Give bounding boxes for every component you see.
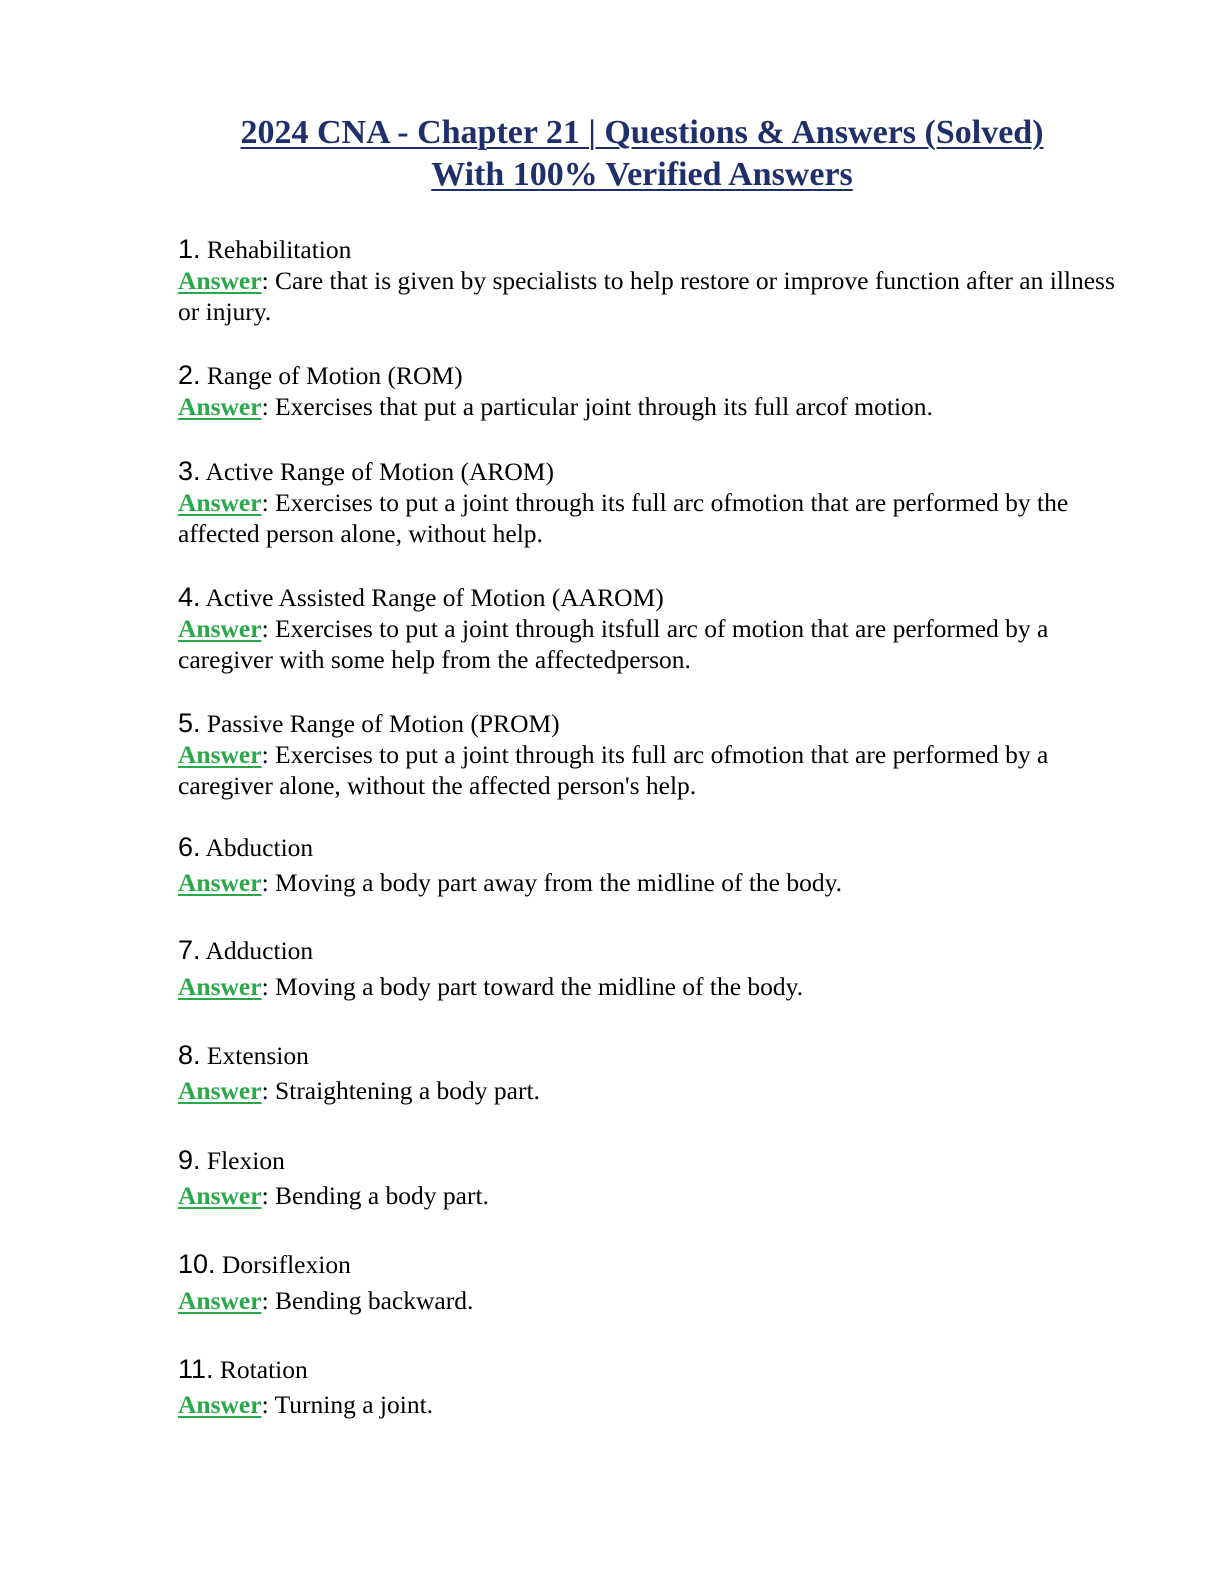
answer-line: Answer: Moving a body part toward the mi… — [178, 972, 804, 1001]
question-term: Abduction — [205, 833, 314, 862]
answer-text: Bending backward. — [275, 1286, 474, 1315]
qa-item: 6. Abduction Answer: Moving a body part … — [178, 832, 1128, 898]
answer-text: Straightening a body part. — [275, 1076, 540, 1105]
question-line: 4. Active Assisted Range of Motion (AARO… — [178, 582, 1128, 613]
question-term: Dorsiflexion — [221, 1250, 351, 1279]
qa-item: 8. Extension Answer: Straightening a bod… — [178, 1040, 1128, 1106]
answer-label: Answer — [178, 1181, 262, 1210]
answer-line: Answer: Moving a body part away from the… — [178, 868, 843, 897]
question-number: 2. — [178, 360, 201, 390]
answer-line: Answer: Turning a joint. — [178, 1390, 434, 1419]
question-number: 8. — [178, 1040, 201, 1070]
question-line: 11. Rotation — [178, 1354, 1128, 1385]
page-title: 2024 CNA - Chapter 21 | Questions & Answ… — [120, 112, 1164, 196]
qa-item: 9. Flexion Answer: Bending a body part. — [178, 1145, 1128, 1211]
answer-line: Answer: Exercises to put a joint through… — [178, 614, 1049, 674]
answer-text: Care that is given by specialists to hel… — [178, 266, 1115, 326]
answer-text: Exercises to put a joint through its ful… — [178, 488, 1069, 548]
question-line: 10. Dorsiflexion — [178, 1249, 1128, 1280]
question-line: 2. Range of Motion (ROM) — [178, 360, 1128, 391]
question-number: 11. — [178, 1354, 214, 1384]
answer-line: Answer: Care that is given by specialist… — [178, 266, 1115, 326]
answer-text: Bending a body part. — [275, 1181, 489, 1210]
answer-line: Answer: Straightening a body part. — [178, 1076, 540, 1105]
question-number: 7. — [178, 935, 201, 965]
question-term: Adduction — [205, 936, 314, 965]
question-term: Flexion — [206, 1146, 285, 1175]
question-number: 4. — [178, 582, 201, 612]
question-term: Extension — [206, 1041, 309, 1070]
question-term: Rotation — [219, 1355, 308, 1384]
question-number: 1. — [178, 234, 201, 264]
answer-label: Answer — [178, 972, 262, 1001]
qa-item: 2. Range of Motion (ROM) Answer: Exercis… — [178, 360, 1128, 422]
answer-label: Answer — [178, 392, 262, 421]
answer-label: Answer — [178, 266, 262, 295]
question-line: 6. Abduction — [178, 832, 1128, 863]
answer-line: Answer: Exercises to put a joint through… — [178, 740, 1049, 800]
question-number: 10. — [178, 1249, 216, 1279]
qa-item: 3. Active Range of Motion (AROM) Answer:… — [178, 456, 1128, 549]
question-line: 5. Passive Range of Motion (PROM) — [178, 708, 1128, 739]
answer-line: Answer: Exercises to put a joint through… — [178, 488, 1069, 548]
qa-item: 11. Rotation Answer: Turning a joint. — [178, 1354, 1128, 1420]
answer-label: Answer — [178, 1076, 262, 1105]
answer-line: Answer: Exercises that put a particular … — [178, 392, 933, 421]
answer-text: Moving a body part away from the midline… — [275, 868, 843, 897]
question-line: 3. Active Range of Motion (AROM) — [178, 456, 1128, 487]
question-term: Active Assisted Range of Motion (AAROM) — [205, 583, 664, 612]
answer-label: Answer — [178, 1390, 262, 1419]
title-line-2: With 100% Verified Answers — [431, 156, 853, 193]
question-number: 9. — [178, 1145, 201, 1175]
question-number: 3. — [178, 456, 201, 486]
question-number: 5. — [178, 708, 201, 738]
qa-item: 5. Passive Range of Motion (PROM) Answer… — [178, 708, 1128, 801]
question-line: 8. Extension — [178, 1040, 1128, 1071]
question-line: 7. Adduction — [178, 935, 1128, 966]
question-term: Active Range of Motion (AROM) — [205, 457, 554, 486]
answer-label: Answer — [178, 614, 262, 643]
answer-label: Answer — [178, 1286, 262, 1315]
question-line: 9. Flexion — [178, 1145, 1128, 1176]
answer-text: Exercises to put a joint through itsfull… — [178, 614, 1049, 674]
title-line-1: 2024 CNA - Chapter 21 | Questions & Answ… — [240, 114, 1044, 151]
qa-item: 10. Dorsiflexion Answer: Bending backwar… — [178, 1249, 1128, 1316]
qa-item: 1. Rehabilitation Answer: Care that is g… — [178, 234, 1128, 327]
question-term: Range of Motion (ROM) — [206, 361, 463, 390]
answer-line: Answer: Bending a body part. — [178, 1181, 489, 1210]
question-line: 1. Rehabilitation — [178, 234, 1128, 265]
question-term: Rehabilitation — [206, 235, 352, 264]
question-term: Passive Range of Motion (PROM) — [206, 709, 560, 738]
answer-label: Answer — [178, 868, 262, 897]
qa-item: 4. Active Assisted Range of Motion (AARO… — [178, 582, 1128, 675]
answer-text: Exercises to put a joint through its ful… — [178, 740, 1049, 800]
question-number: 6. — [178, 832, 201, 862]
answer-line: Answer: Bending backward. — [178, 1286, 474, 1315]
answer-label: Answer — [178, 740, 262, 769]
answer-text: Exercises that put a particular joint th… — [275, 392, 933, 421]
qa-item: 7. Adduction Answer: Moving a body part … — [178, 935, 1128, 1002]
answer-text: Moving a body part toward the midline of… — [275, 972, 804, 1001]
answer-text: Turning a joint. — [274, 1390, 434, 1419]
answer-label: Answer — [178, 488, 262, 517]
